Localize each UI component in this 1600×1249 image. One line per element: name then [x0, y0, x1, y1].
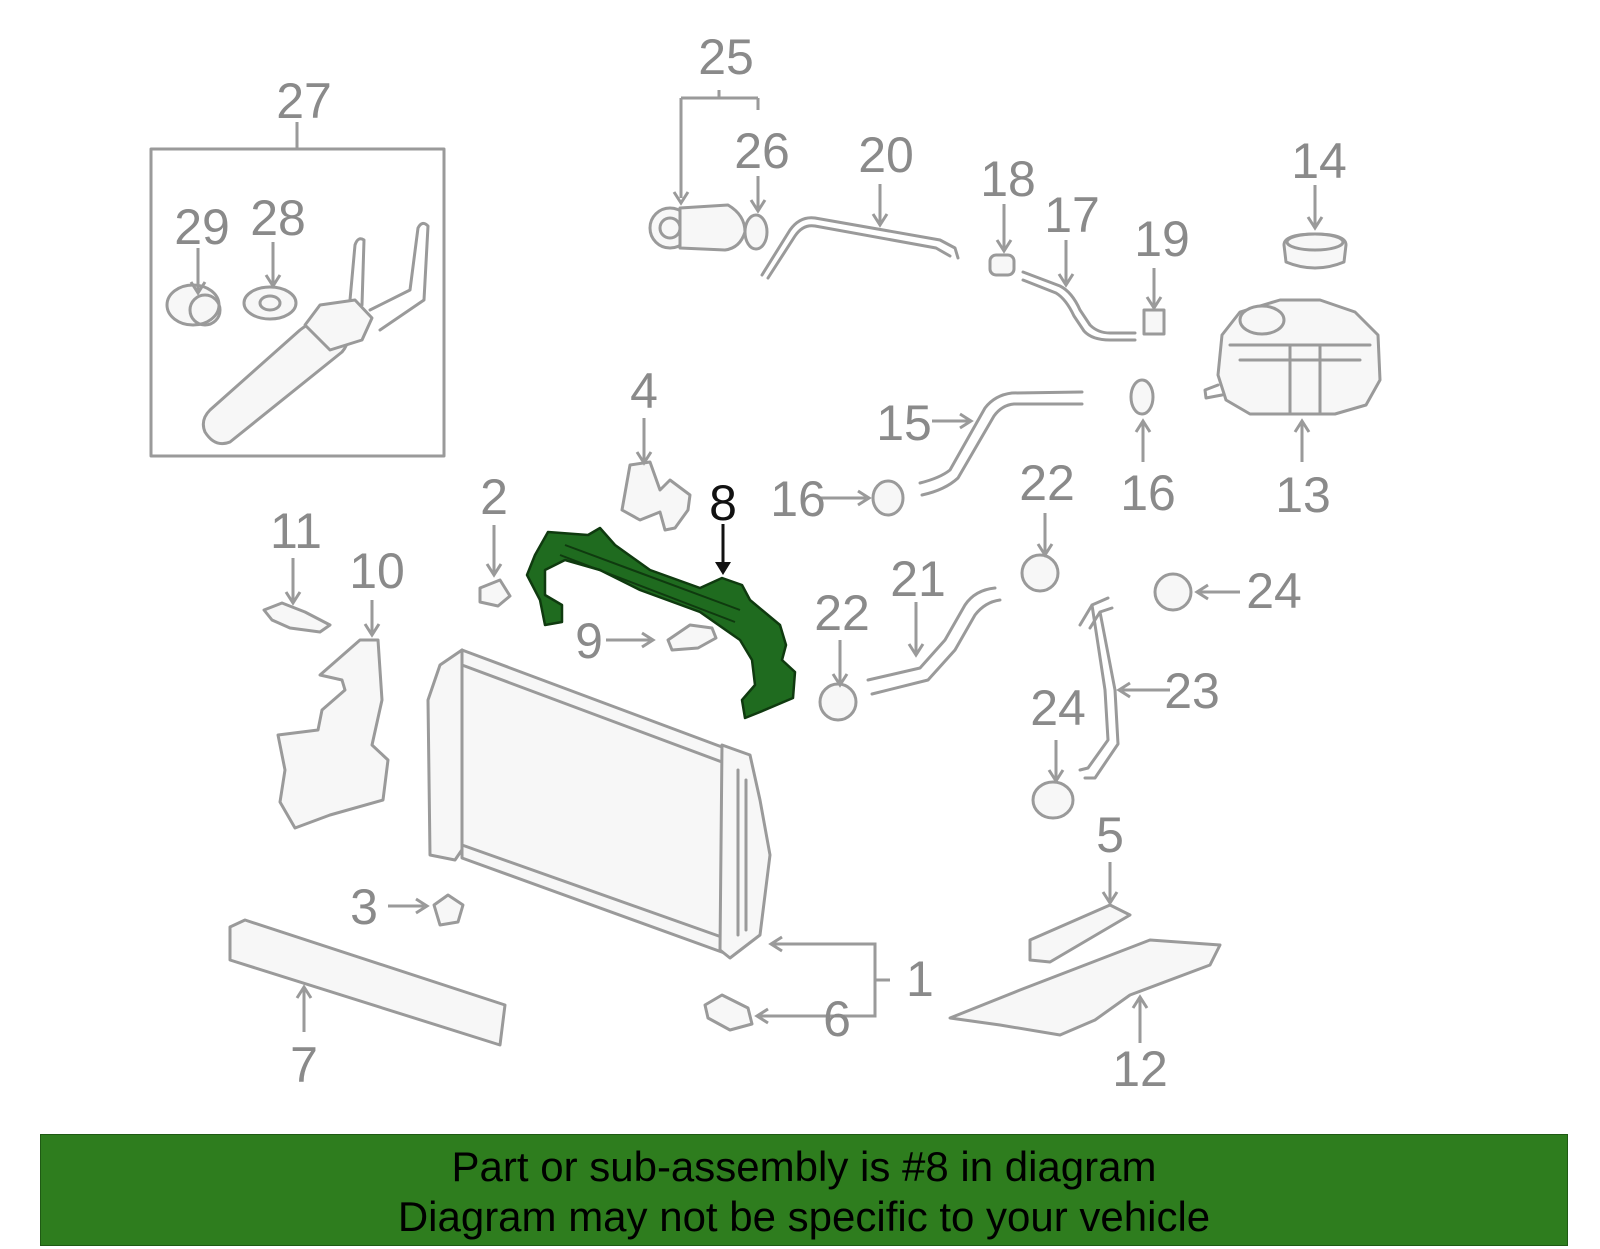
clamp-22b — [1020, 553, 1060, 593]
bracket-4 — [620, 460, 692, 532]
clamp-16a — [871, 479, 905, 517]
hose-21 — [866, 586, 997, 682]
callout-12: 12 — [1112, 1041, 1168, 1097]
callout-16-right: 16 — [1120, 465, 1176, 521]
callout-labels: 1 2 3 4 5 6 7 8 9 10 11 12 13 14 15 16 1… — [174, 29, 1347, 1097]
thermostat-housing — [648, 203, 769, 252]
callout-19: 19 — [1134, 211, 1190, 267]
highlighted-part-8 — [525, 526, 797, 720]
bypass-hose-20 — [760, 216, 960, 277]
callout-25: 25 — [698, 29, 754, 85]
clamp-16b — [1129, 378, 1155, 416]
callout-3: 3 — [350, 879, 378, 935]
clamp-18 — [988, 253, 1016, 277]
splash-shield-12 — [948, 938, 1222, 1037]
reservoir-cap — [1282, 232, 1348, 270]
callout-28: 28 — [250, 190, 306, 246]
callout-24-right: 24 — [1246, 563, 1302, 619]
callout-23: 23 — [1164, 663, 1220, 719]
callout-10: 10 — [349, 543, 405, 599]
radiator-1 — [426, 648, 772, 960]
clamp-24a — [1153, 572, 1193, 612]
callout-26: 26 — [734, 123, 790, 179]
callout-16-left: 16 — [770, 471, 826, 527]
fastener-11 — [262, 601, 332, 634]
drain-plug-6 — [703, 993, 754, 1032]
clamp-24b — [1031, 780, 1075, 820]
upper-hose-15 — [918, 390, 1084, 485]
info-banner: Part or sub-assembly is #8 in diagram Di… — [40, 1134, 1568, 1246]
outlet-pipe-assembly — [165, 221, 430, 446]
hose-23 — [1078, 596, 1110, 772]
bracket-5 — [1028, 903, 1132, 964]
callout-4: 4 — [630, 363, 658, 419]
callout-20: 20 — [858, 127, 914, 183]
clamp-22a — [818, 682, 858, 722]
coolant-reservoir — [1203, 298, 1382, 416]
air-baffle-10 — [276, 638, 390, 830]
deflector-7 — [228, 918, 507, 1047]
callout-5: 5 — [1096, 807, 1124, 863]
callout-11: 11 — [270, 503, 322, 559]
callout-8: 8 — [709, 475, 737, 531]
clip-19 — [1142, 308, 1166, 336]
callout-17: 17 — [1044, 187, 1100, 243]
callout-14: 14 — [1291, 133, 1347, 189]
callout-6: 6 — [823, 991, 851, 1047]
callout-29: 29 — [174, 199, 230, 255]
callout-27: 27 — [276, 73, 332, 129]
callout-13: 13 — [1275, 467, 1331, 523]
fastener-2 — [478, 578, 512, 608]
callout-22-left: 22 — [814, 585, 870, 641]
callout-9: 9 — [575, 613, 603, 669]
callout-22-right: 22 — [1019, 455, 1075, 511]
push-pin-9 — [666, 623, 718, 652]
callout-1: 1 — [906, 951, 934, 1007]
hose-17 — [1021, 270, 1137, 335]
callout-15: 15 — [876, 395, 932, 451]
callout-21: 21 — [890, 551, 946, 607]
banner-line-2: Diagram may not be specific to your vehi… — [397, 1193, 1211, 1240]
fastener-3 — [432, 893, 465, 927]
callout-18: 18 — [980, 151, 1036, 207]
banner-line-1: Part or sub-assembly is #8 in diagram — [451, 1143, 1157, 1190]
callout-24-left: 24 — [1030, 680, 1086, 736]
callout-7: 7 — [290, 1037, 318, 1093]
callout-2: 2 — [480, 469, 508, 525]
